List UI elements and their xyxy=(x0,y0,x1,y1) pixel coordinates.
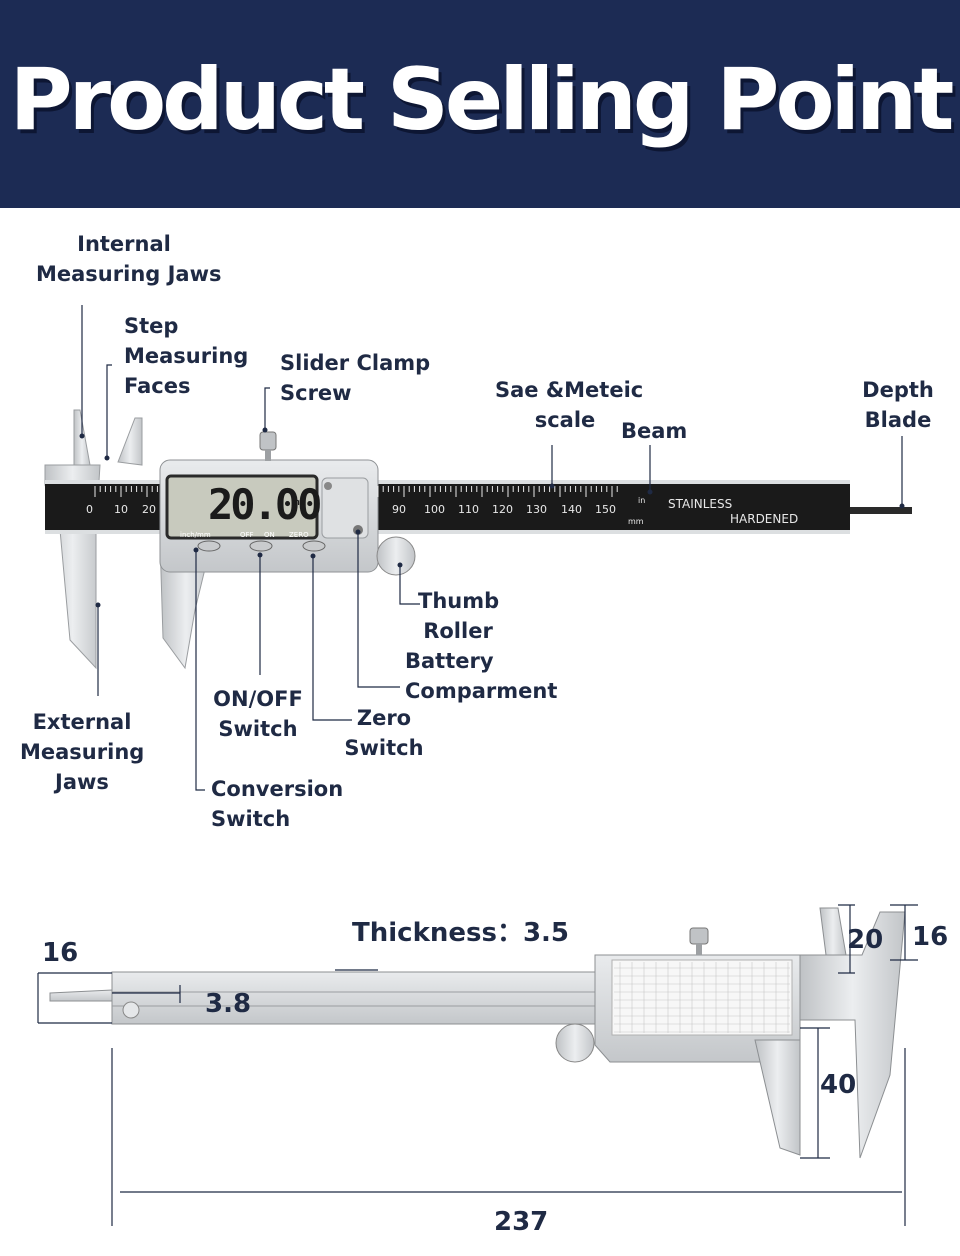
mm-scale-label: 90 xyxy=(392,503,406,516)
beam-text-hardened: HARDENED xyxy=(730,512,798,526)
button-label: OFF xyxy=(240,531,254,539)
back-moving-jaw xyxy=(754,1039,801,1156)
dim-overall-length: 237 xyxy=(494,1207,549,1237)
mm-scale-label: 110 xyxy=(458,503,479,516)
leader-step-faces xyxy=(106,364,112,458)
internal-jaw-right xyxy=(117,417,143,466)
dim-jaw-depth: 40 xyxy=(820,1070,857,1100)
button-label: inch/mm xyxy=(180,531,211,539)
mm-scale-label: 150 xyxy=(595,503,616,516)
back-beam xyxy=(111,971,613,1025)
leader-clamp xyxy=(264,387,270,430)
back-thumb-roller xyxy=(555,1023,595,1063)
zero-button xyxy=(302,540,326,552)
conversion-button xyxy=(197,540,221,552)
dim-inner-jaw: 20 xyxy=(847,925,884,955)
dim-depth-thickness: 3.8 xyxy=(205,989,252,1019)
lcd-reading: 20.00 xyxy=(208,480,322,529)
clamp-screw xyxy=(259,431,277,451)
mm-scale-label: 140 xyxy=(561,503,582,516)
beam-text-stainless: STAINLESS xyxy=(668,497,732,511)
back-depth-rod xyxy=(49,989,113,1002)
lcd-unit: mm xyxy=(294,498,305,508)
mm-scale-label: 0 xyxy=(86,503,93,516)
leader-zero xyxy=(312,556,352,721)
button-label: ZERO xyxy=(289,531,309,539)
button-label: ON xyxy=(264,531,275,539)
mm-scale-label: 100 xyxy=(424,503,445,516)
leader-conversion xyxy=(195,550,205,791)
lcd-screen xyxy=(165,474,319,540)
thumb-roller xyxy=(376,536,416,576)
back-label-plate xyxy=(611,959,793,1036)
header-banner: Product Selling Point xyxy=(0,0,960,208)
leader-battery xyxy=(357,532,400,688)
leader-thumb xyxy=(399,565,420,605)
dim-outer-top: 16 xyxy=(912,922,949,952)
battery-cover xyxy=(321,477,369,539)
mm-scale-label: 120 xyxy=(492,503,513,516)
mm-scale-label: 10 xyxy=(114,503,128,516)
dim-blade-height: 16 xyxy=(42,938,79,968)
label-beam: Beam xyxy=(621,419,688,443)
back-fixed-jaw xyxy=(799,911,906,1159)
dim-thickness: Thickness：3.5 xyxy=(352,918,570,948)
unit-in: in xyxy=(638,496,645,505)
mm-scale-label: 130 xyxy=(526,503,547,516)
on-off-button xyxy=(249,540,273,552)
mm-scale-label: 20 xyxy=(142,503,156,516)
page-title: Product Selling Point xyxy=(9,50,955,150)
unit-mm: mm xyxy=(628,517,644,526)
depth-blade xyxy=(850,507,912,514)
